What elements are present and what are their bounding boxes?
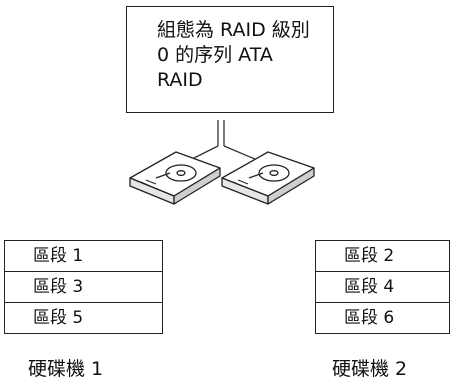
segment-row: 區段 1 <box>4 240 163 272</box>
drive-2-segment-table: 區段 2 區段 4 區段 6 <box>315 240 450 334</box>
segment-cell: 區段 5 <box>4 302 163 334</box>
segment-row: 區段 4 <box>315 271 450 303</box>
segment-cell: 區段 6 <box>315 302 450 334</box>
segment-row: 區段 6 <box>315 302 450 334</box>
connector-lines <box>189 120 263 163</box>
segment-cell: 區段 2 <box>315 240 450 272</box>
raid-config-title-box: 組態為 RAID 級別 0 的序列 ATA RAID <box>126 6 334 113</box>
segment-cell: 區段 4 <box>315 271 450 303</box>
drive-2-label: 硬碟機 2 <box>332 358 408 380</box>
hard-drive-2-icon <box>221 151 315 205</box>
segment-cell: 區段 3 <box>4 271 163 303</box>
segment-row: 區段 2 <box>315 240 450 272</box>
segment-row: 區段 5 <box>4 302 163 334</box>
drive-1-label: 硬碟機 1 <box>28 358 104 380</box>
segment-cell: 區段 1 <box>4 240 163 272</box>
segment-row: 區段 3 <box>4 271 163 303</box>
hard-drive-1-icon <box>129 151 221 205</box>
drive-1-segment-table: 區段 1 區段 3 區段 5 <box>4 240 163 334</box>
